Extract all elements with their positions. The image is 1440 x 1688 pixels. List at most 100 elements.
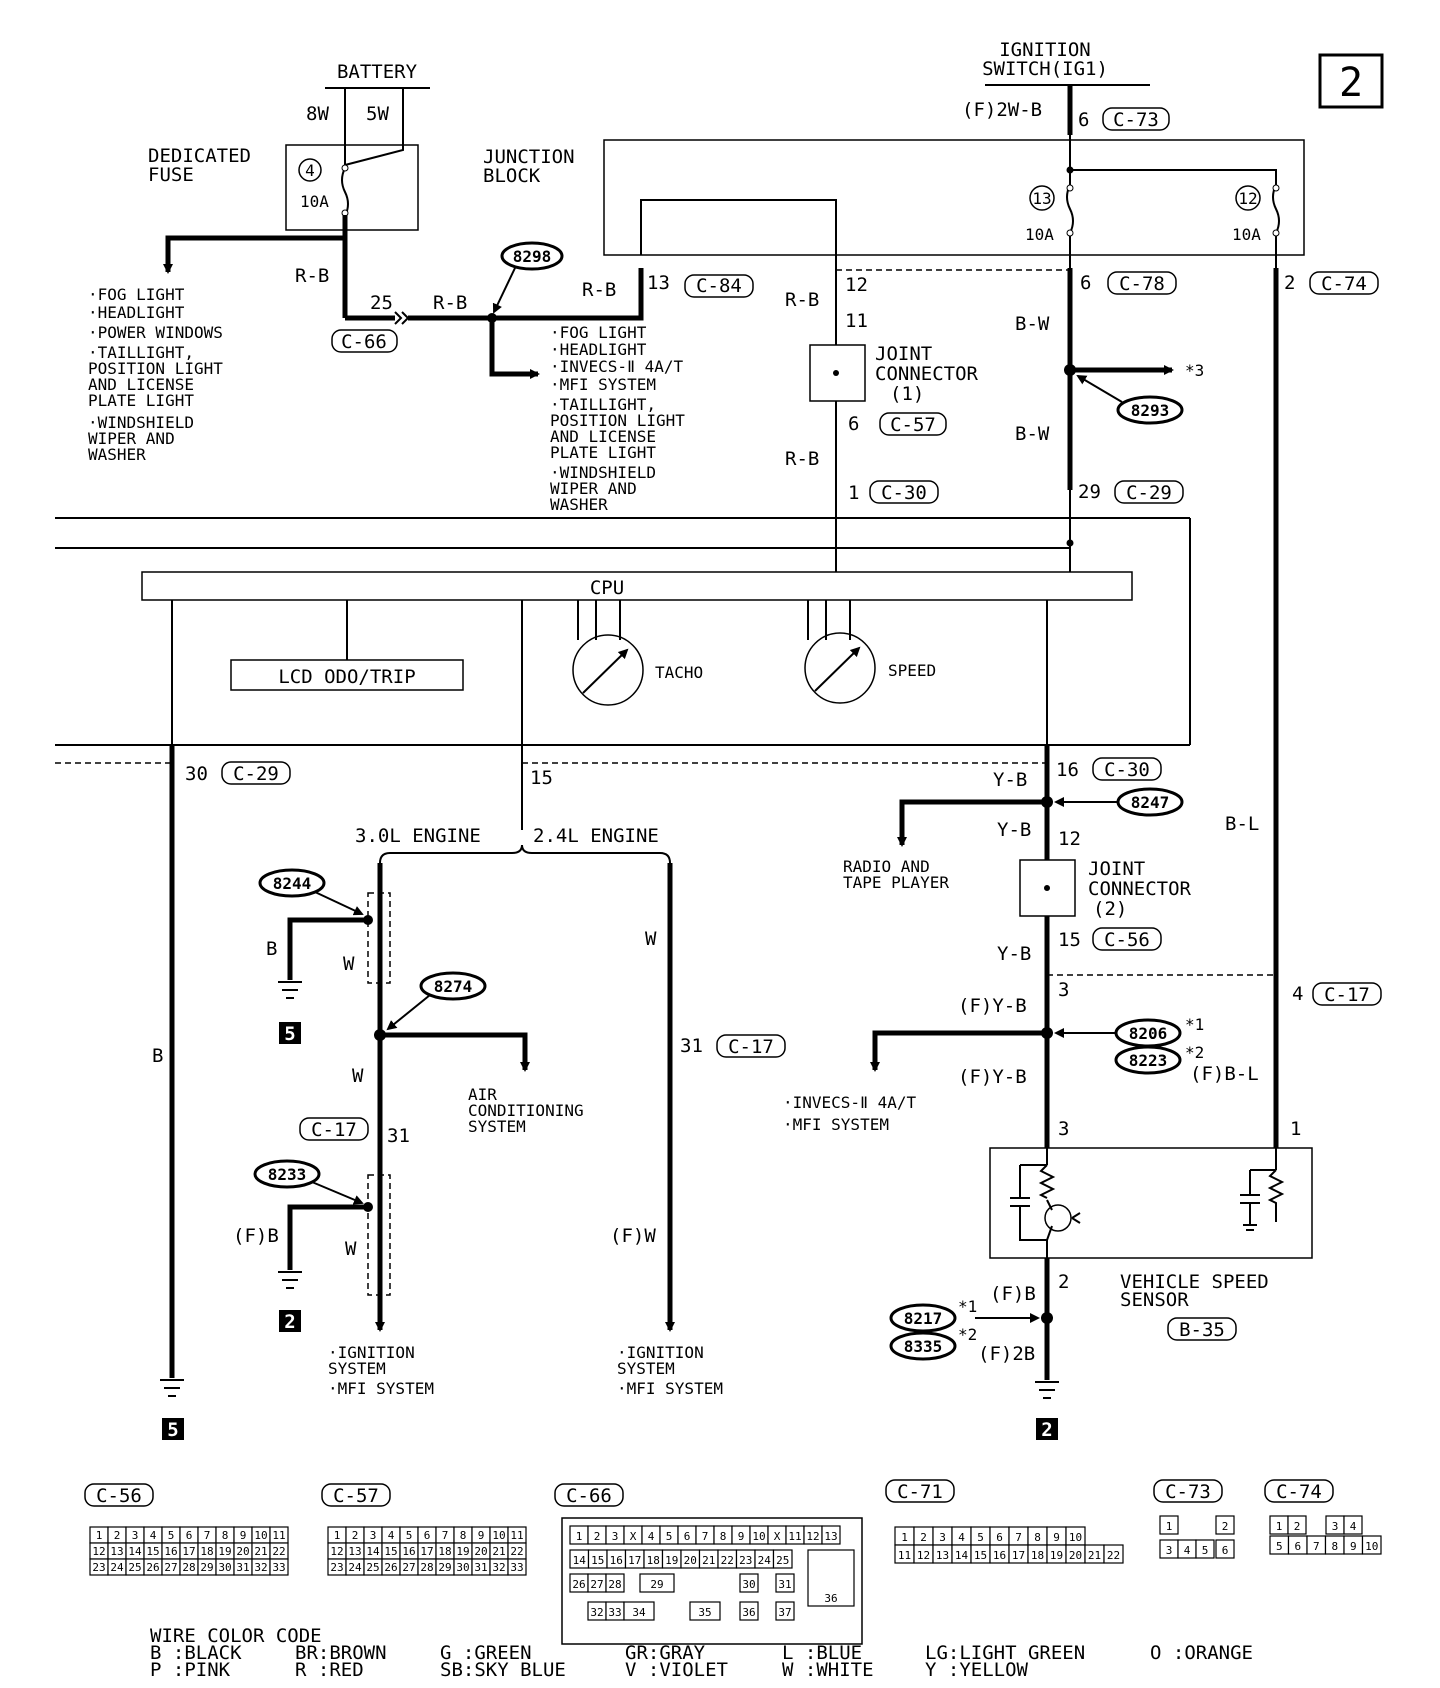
tacho-label: TACHO <box>655 663 703 682</box>
cv57-pin-4: 4 <box>388 1529 395 1542</box>
cv66-r2-1: 15 <box>591 1554 604 1567</box>
cv71-pin-9: 9 <box>1053 1531 1060 1544</box>
fuse13-number: 13 <box>1032 189 1051 208</box>
cv56-pin-6: 6 <box>186 1529 193 1542</box>
cv57-pin-17: 17 <box>420 1545 433 1558</box>
conn-c78-ref: C-78 <box>1119 273 1165 295</box>
pin-31b: 31 <box>680 1035 703 1057</box>
conn-c17c-ref: C-17 <box>1324 984 1370 1006</box>
battery-label: BATTERY <box>337 61 418 83</box>
cv57-pin-20: 20 <box>474 1545 487 1558</box>
pin-16: 16 <box>1056 759 1079 781</box>
dedicated-fuse-l1: DEDICATED <box>148 145 251 167</box>
cv66-r4-0: 32 <box>590 1606 603 1619</box>
cv66-r1-8: 8 <box>720 1530 727 1543</box>
cv71-pin-16: 16 <box>993 1549 1006 1562</box>
junction-block-l1: JUNCTION <box>483 146 575 168</box>
wire-yb3: Y-B <box>997 943 1031 965</box>
ignition-switch-l2: SWITCH(IG1) <box>982 58 1108 80</box>
cv74-pin-1: 2 <box>1294 1520 1301 1533</box>
cv56-pin-23: 23 <box>92 1561 105 1574</box>
tacho-gauge <box>572 634 644 706</box>
conn-c30a-ref: C-30 <box>881 482 927 504</box>
cv66-r2-10: 24 <box>758 1554 772 1567</box>
pin-6jb: 6 <box>1080 272 1091 294</box>
load-mid-4: ·TAILLIGHT, <box>550 395 656 414</box>
wire-fb-vss: (F)B <box>990 1283 1036 1305</box>
cv66-r2-11: 25 <box>776 1554 789 1567</box>
cv56-pin-33: 33 <box>272 1561 285 1574</box>
cv66-r4-1: 33 <box>608 1606 621 1619</box>
wcc-r1-2: G :GREEN <box>440 1642 532 1664</box>
wcc-r2-2: SB:SKY BLUE <box>440 1659 566 1681</box>
wcc-r1-4: L :BLUE <box>782 1642 862 1664</box>
load-left-9: WASHER <box>88 445 146 464</box>
junction-block-box <box>603 139 1305 256</box>
cv66-r2-0: 14 <box>573 1554 587 1567</box>
pin-1: 1 <box>848 482 859 504</box>
pin-3b: 3 <box>1058 1118 1069 1140</box>
load-mid-1: ·HEADLIGHT <box>550 340 647 359</box>
cpu-label: CPU <box>590 577 624 599</box>
fuse12-number: 12 <box>1238 189 1257 208</box>
cv66-r4-3: 35 <box>698 1606 711 1619</box>
load-left-3: ·TAILLIGHT, <box>88 343 194 362</box>
cv56-pin-15: 15 <box>146 1545 159 1558</box>
fuse13-amp: 10A <box>1025 225 1054 244</box>
cv56-pin-31: 31 <box>236 1561 249 1574</box>
cv-c57-title: C-57 <box>333 1485 379 1507</box>
cv-c71-title: C-71 <box>897 1481 943 1503</box>
cv74-pin-0: 1 <box>1276 1520 1283 1533</box>
cv56-pin-9: 9 <box>240 1529 247 1542</box>
star3-note: *3 <box>1185 361 1204 380</box>
cv56-pin-20: 20 <box>236 1545 249 1558</box>
wire-rb4: R-B <box>785 289 819 311</box>
cv71-pin-10: 10 <box>1069 1531 1082 1544</box>
cv71-pin-13: 13 <box>936 1549 949 1562</box>
speed-sensor-branch: 16 C-30 Y-B 8247 RADIO AND TAPE PLAYER Y… <box>783 745 1382 1441</box>
splice-8206: 8206 <box>1129 1024 1168 1043</box>
wcc-r2-5: Y :YELLOW <box>925 1659 1029 1681</box>
cv71-pin-17: 17 <box>1012 1549 1025 1562</box>
cv66-r1-12: 11 <box>788 1530 801 1543</box>
cv57-pin-21: 21 <box>492 1545 505 1558</box>
cv57-pin-13: 13 <box>348 1545 361 1558</box>
cv57-pin-5: 5 <box>406 1529 413 1542</box>
conn-c56-ref: C-56 <box>1104 929 1150 951</box>
cv71-pin-22: 22 <box>1107 1549 1120 1562</box>
splice-8274: 8274 <box>434 977 473 996</box>
load-left-7: ·WINDSHIELD <box>88 413 194 432</box>
cv-c66-title: C-66 <box>566 1485 612 1507</box>
engine-24: 2.4L ENGINE <box>533 825 659 847</box>
cv73-pin-4: 5 <box>1202 1544 1209 1557</box>
splice-8247: 8247 <box>1131 793 1170 812</box>
cv57-pin-15: 15 <box>384 1545 397 1558</box>
cv57-pin-28: 28 <box>420 1561 433 1574</box>
cv57-pin-23: 23 <box>330 1561 343 1574</box>
cv66-r3-4: 30 <box>742 1578 755 1591</box>
cv57-pin-8: 8 <box>460 1529 467 1542</box>
cv56-pin-27: 27 <box>164 1561 177 1574</box>
cv74-pin-9: 10 <box>1365 1540 1378 1553</box>
cv66-r4-3-cell <box>689 1601 721 1621</box>
load-left-8: WIPER AND <box>88 429 175 448</box>
load-mid-8: ·WINDSHIELD <box>550 463 656 482</box>
cv57-pin-11: 11 <box>510 1529 523 1542</box>
wcc-title: WIRE COLOR CODE <box>150 1625 322 1647</box>
battery-5w: 5W <box>366 103 389 125</box>
cv73-pin-1-cell <box>1215 1515 1235 1535</box>
cv56-pin-2: 2 <box>114 1529 121 1542</box>
cv56-pin-28: 28 <box>182 1561 195 1574</box>
cv73-pin-3: 4 <box>1184 1544 1191 1557</box>
ign2-l1: ·IGNITION <box>617 1343 704 1362</box>
cv73-pin-4-cell <box>1195 1539 1215 1559</box>
cv57-pin-33-cell <box>507 1558 527 1576</box>
cv73-pin-0: 1 <box>1166 1520 1173 1533</box>
cv57-pin-9: 9 <box>478 1529 485 1542</box>
cv66-r3-5: 31 <box>778 1578 791 1591</box>
cv56-pin-4: 4 <box>150 1529 157 1542</box>
cv-c56-title: C-56 <box>96 1485 142 1507</box>
cv74-pin-4: 5 <box>1276 1540 1283 1553</box>
